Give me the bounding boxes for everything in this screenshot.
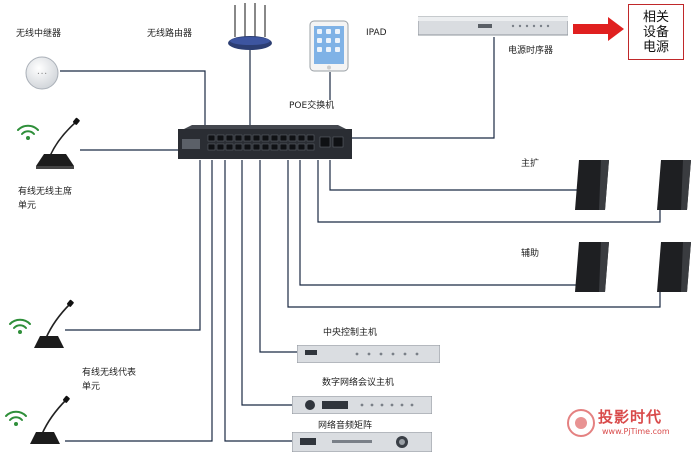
power-box-line1: 相关: [642, 9, 669, 25]
label-audio-matrix: 网络音频矩阵: [318, 421, 373, 431]
digital-conference-host-icon: [292, 396, 432, 414]
svg-text:• • •: • • •: [37, 71, 47, 76]
audio-matrix-icon: [292, 432, 432, 452]
speaker-icon: [575, 160, 609, 210]
label-ipad: IPAD: [366, 28, 387, 38]
speaker-icon: [657, 242, 691, 292]
label-aux-speakers: 辅助: [521, 249, 540, 259]
ipad-icon: [309, 20, 349, 72]
red-arrow-icon: [573, 17, 624, 41]
related-equipment-power-box: 相关 设备 电源: [628, 4, 684, 60]
label-wireless-repeater: 无线中继器: [16, 29, 62, 39]
label-chair-unit-line2: 单元: [18, 201, 37, 211]
chair-microphone-icon: [17, 117, 80, 169]
speaker-icon: [657, 160, 691, 210]
label-wireless-router: 无线路由器: [147, 29, 193, 39]
watermark-url: www.PjTime.com: [602, 427, 670, 436]
power-sequencer-icon: [418, 16, 568, 36]
watermark-logo-icon: [567, 409, 595, 437]
power-box-line2: 设备: [642, 24, 669, 40]
label-chair-unit-line1: 有线无线主席: [18, 187, 73, 197]
power-box-line3: 电源: [642, 39, 669, 55]
label-delegate-unit-line2: 单元: [82, 382, 101, 392]
label-delegate-unit-line1: 有线无线代表: [82, 368, 137, 378]
wireless-repeater-icon: • • •: [25, 56, 59, 90]
central-control-host-icon: [297, 345, 440, 363]
watermark: 投影时代 www.PjTime.com: [598, 406, 670, 436]
label-power-sequencer: 电源时序器: [508, 46, 554, 56]
delegate-microphone-icon: [9, 299, 74, 348]
label-main-speakers: 主扩: [521, 159, 540, 169]
label-poe-switch: POE交换机: [289, 101, 335, 111]
label-central-control-host: 中央控制主机: [323, 328, 378, 338]
speaker-icon: [575, 242, 609, 292]
poe-switch-icon: [178, 125, 352, 159]
wireless-router-icon: [228, 3, 272, 50]
label-digital-conference-host: 数字网络会议主机: [322, 378, 395, 388]
delegate-microphone-icon: [5, 395, 70, 444]
watermark-brand: 投影时代: [598, 408, 663, 426]
